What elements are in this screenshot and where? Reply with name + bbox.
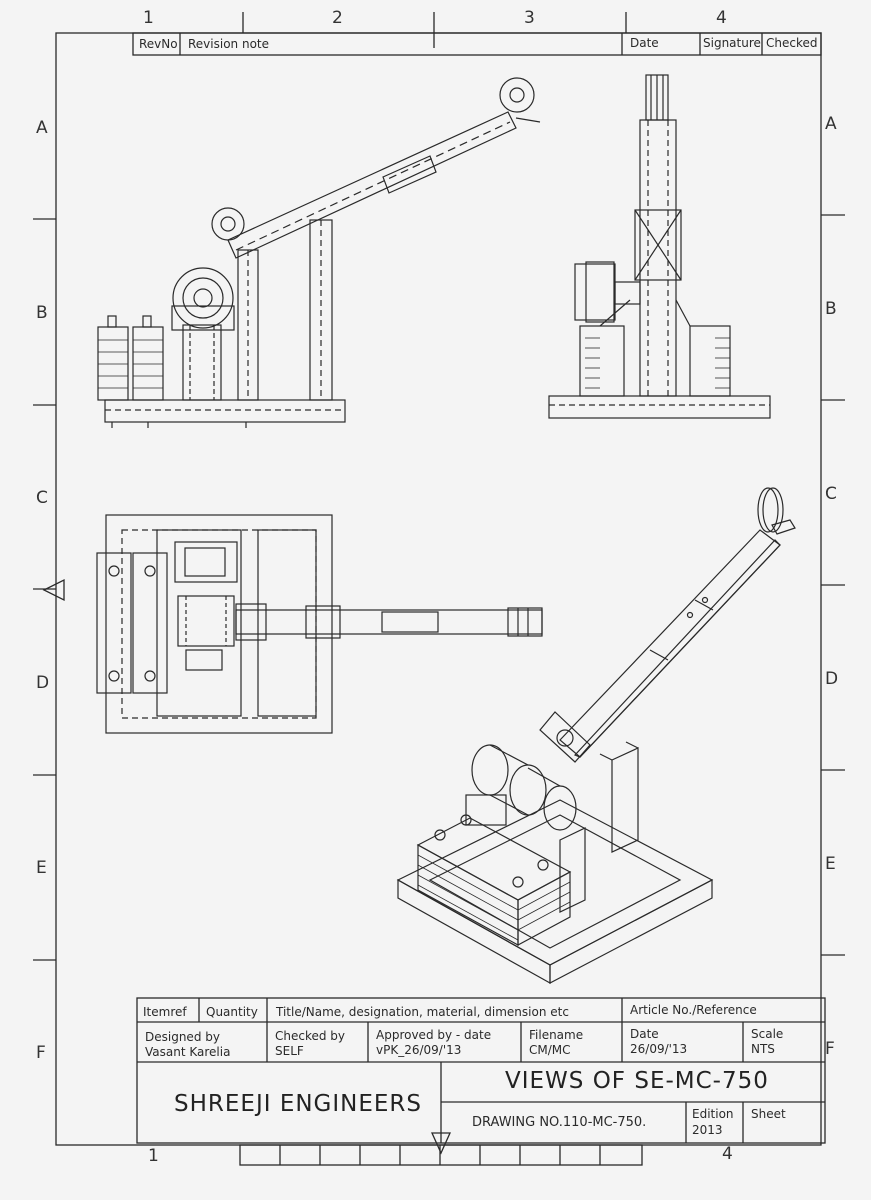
side-view <box>97 77 541 428</box>
title-block <box>136 997 826 1144</box>
center-marker-left <box>42 578 65 602</box>
front-view <box>548 74 771 419</box>
scale-bar <box>239 1144 643 1166</box>
revision-table <box>132 32 822 56</box>
isometric-view <box>396 487 796 985</box>
top-view <box>96 514 543 734</box>
